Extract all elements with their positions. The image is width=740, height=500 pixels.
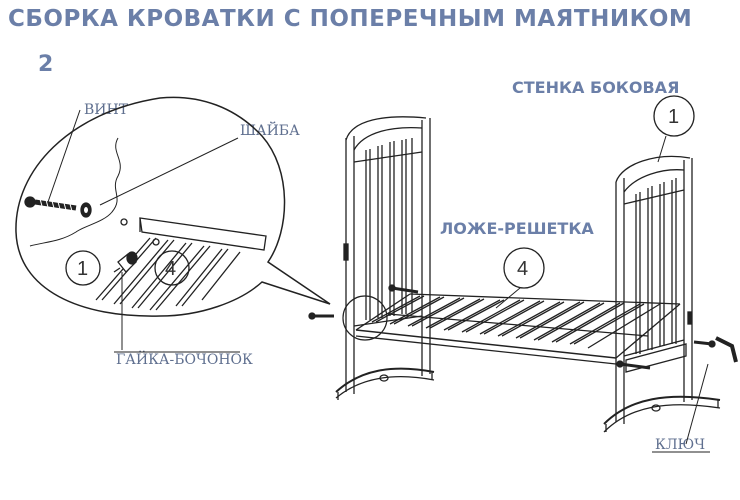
hole-icon (152, 238, 160, 246)
washer-icon (80, 202, 92, 218)
screw-icon (24, 196, 77, 212)
bed-base (355, 293, 681, 365)
screw-icon (616, 360, 651, 370)
right-side-wall (603, 155, 721, 433)
callout-number-side: 1 (77, 258, 88, 280)
label-screw: ВИНТ (84, 102, 129, 118)
callout-number-side-wall: 1 (668, 106, 679, 128)
leader-key (685, 363, 709, 445)
label-bed-base: ЛОЖЕ-РЕШЕТКА (440, 219, 594, 238)
screw-icon (308, 312, 334, 320)
callout-number-base: 4 (165, 258, 176, 280)
label-washer: ШАЙБА (240, 123, 300, 139)
callout-circle-side-wall (653, 95, 695, 137)
hole-icon (120, 218, 128, 226)
detail-marker-circle (342, 295, 388, 341)
diagram-title: СБОРКА КРОВАТКИ С ПОПЕРЕЧНЫМ МАЯТНИКОМ (8, 6, 693, 32)
label-side-wall: СТЕНКА БОКОВАЯ (512, 78, 680, 97)
label-key: КЛЮЧ (655, 437, 706, 453)
label-barrel-nut: ГАЙКА-БОЧОНОК (116, 352, 253, 368)
leader-bed-base (495, 287, 521, 309)
callout-circle-base (154, 250, 190, 286)
leader-screw (47, 109, 81, 203)
key-icon (715, 336, 738, 363)
leader-washer (99, 137, 239, 206)
screw-icon (388, 284, 419, 294)
leader-side-wall (657, 135, 667, 163)
callout-circle-bed-base (503, 247, 545, 289)
left-side-wall (335, 116, 435, 400)
callout-circle-side (65, 250, 101, 286)
screw-icon (693, 340, 716, 348)
detail-bubble: 1 4 (15, 96, 331, 317)
diagram-title-number: 2 (38, 52, 54, 77)
callout-number-bed-base: 4 (517, 258, 528, 280)
barrel-nut-icon (113, 251, 138, 273)
